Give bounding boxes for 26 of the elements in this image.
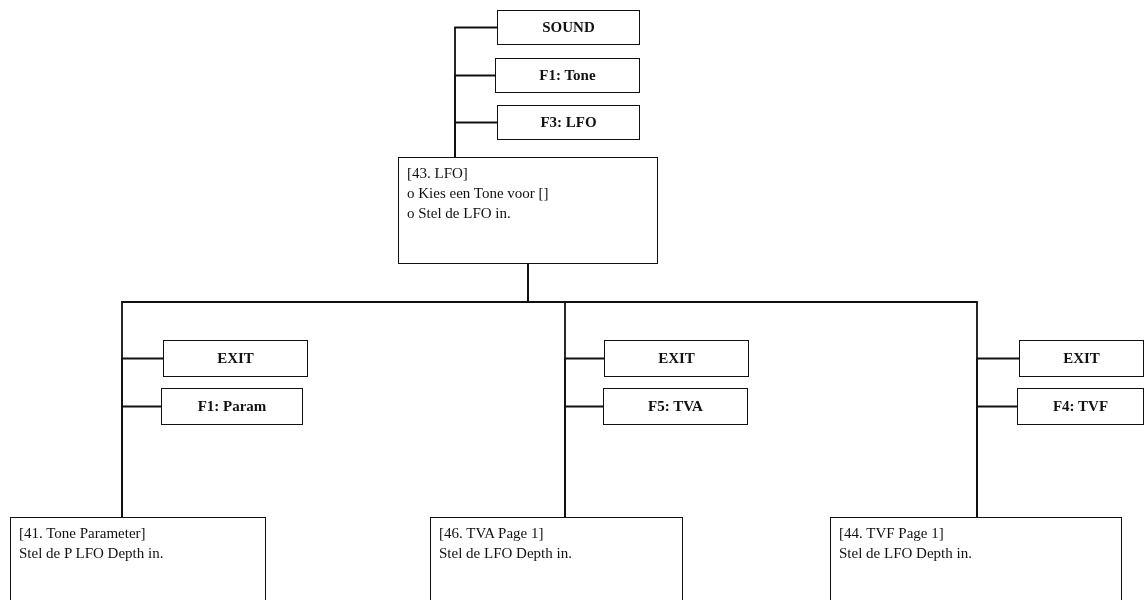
key-label-box: F5: TVA — [603, 388, 748, 425]
screen-title: [44. TVF Page 1] — [839, 524, 945, 543]
key-label-box: F4: TVF — [1017, 388, 1144, 425]
key-label-box: F1: Param — [161, 388, 303, 425]
key-label-box: EXIT — [163, 340, 308, 377]
instruction-text: o Stel de LFO in. — [407, 204, 512, 223]
key-label-box: EXIT — [1019, 340, 1144, 377]
key-label-box: SOUND — [497, 10, 640, 45]
connector-line — [976, 405, 1018, 518]
screen-title: [41. Tone Parameter] — [19, 524, 147, 543]
key-label-box: F1: Tone — [495, 58, 640, 93]
instruction-text: Stel de P LFO Depth in. — [19, 544, 165, 563]
screen-box — [10, 517, 266, 600]
connector-line — [564, 405, 604, 518]
screen-box — [398, 157, 658, 264]
screen-title: [46. TVA Page 1] — [439, 524, 545, 543]
instruction-text: Stel de LFO Depth in. — [439, 544, 573, 563]
key-label-box: EXIT — [604, 340, 749, 377]
screen-box — [830, 517, 1122, 600]
connector-line — [454, 121, 498, 158]
key-label-box: F3: LFO — [497, 105, 640, 140]
screen-title: [43. LFO] — [407, 164, 469, 183]
connector-line — [121, 405, 162, 518]
screen-box — [430, 517, 683, 600]
instruction-text: Stel de LFO Depth in. — [839, 544, 973, 563]
instruction-text: o Kies een Tone voor [] — [407, 184, 550, 203]
